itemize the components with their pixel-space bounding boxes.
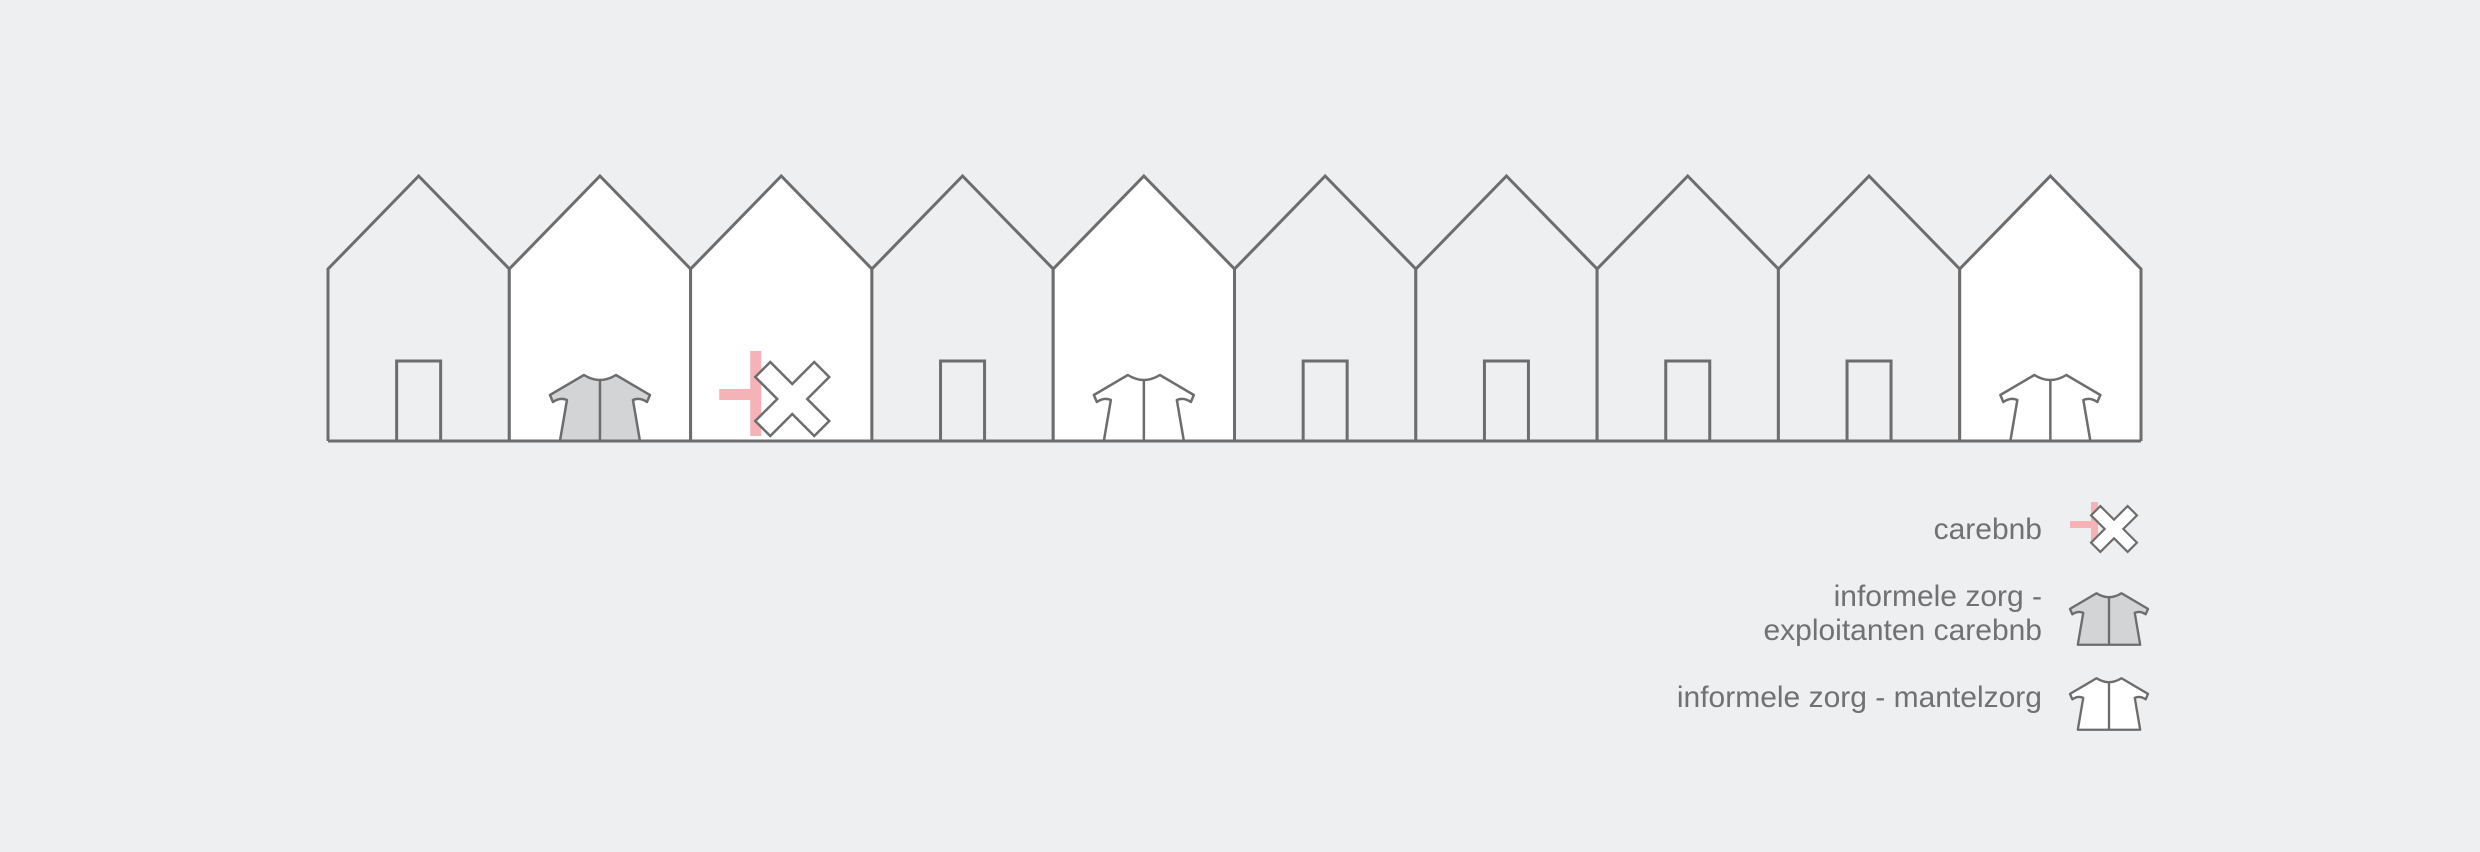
house-outline — [1233, 173, 1418, 441]
house-8-door — [1595, 173, 1780, 443]
house-outline — [326, 173, 511, 441]
legend-label-mantelzorg: informele zorg - mantelzorg — [1677, 681, 2042, 714]
house-outline — [1414, 173, 1599, 441]
house-outline — [1776, 173, 1962, 441]
legend-label-exploitant-line2: exploitanten carebnb — [1763, 614, 2042, 647]
legend: carebnb informele zorg - exploitanten ca… — [1677, 502, 2150, 731]
legend-label-carebnb: carebnb — [1934, 513, 2042, 546]
white-cardigan-icon — [1092, 373, 1196, 443]
house-outline — [870, 173, 1055, 441]
gray-cardigan-icon — [548, 373, 652, 443]
house-7-door — [1414, 173, 1599, 443]
house-9-door — [1776, 173, 1962, 443]
house-6-door — [1233, 173, 1418, 443]
white-cardigan-icon — [1999, 373, 2102, 443]
house-4-door — [870, 173, 1055, 443]
house-1-door — [326, 173, 511, 443]
houses-row — [326, 173, 2143, 443]
house-outline — [1595, 173, 1780, 441]
legend-label-exploitant-line1: informele zorg - — [1834, 580, 2042, 613]
house-outline — [1958, 173, 2143, 441]
house-10-mantelzorg — [1958, 173, 2143, 443]
carebnb-cross-icon — [2070, 502, 2139, 554]
house-5-mantelzorg — [1051, 173, 1236, 443]
gray-cardigan-icon — [2068, 592, 2150, 646]
house-2-exploitant — [507, 173, 693, 443]
white-cardigan-icon — [2068, 677, 2150, 731]
house-3-carebnb — [689, 173, 874, 441]
carebnb-cross-icon — [719, 351, 831, 438]
